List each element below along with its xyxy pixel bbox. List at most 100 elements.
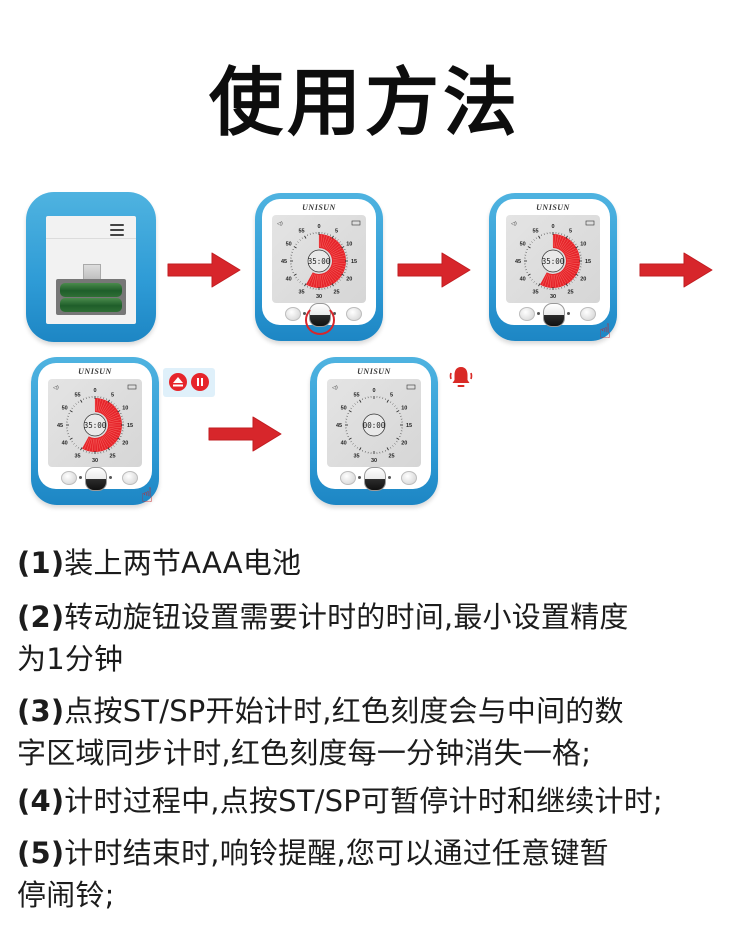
step-number: (2): [17, 600, 65, 634]
mode-button[interactable]: [339, 471, 356, 485]
svg-text:0: 0: [372, 388, 375, 394]
pause-icon: [191, 373, 209, 391]
svg-text:5: 5: [569, 229, 572, 235]
instruction-text: 点按ST/SP开始计时,红色刻度会与中间的数: [64, 694, 624, 728]
instruction-2: (2)转动旋钮设置需要计时的时间,最小设置精度 为1分钟: [17, 596, 717, 680]
rotate-indicator-icon: [305, 305, 335, 335]
step-number: (5): [17, 836, 65, 870]
svg-text:0: 0: [317, 224, 320, 230]
hand-pointer-icon: ☝: [140, 483, 153, 507]
st-sp-button[interactable]: [580, 307, 597, 321]
step-number: (1): [17, 546, 65, 580]
svg-text:45: 45: [281, 259, 287, 265]
svg-text:20: 20: [122, 441, 128, 447]
svg-text:30: 30: [92, 458, 98, 464]
instruction-text: 计时过程中,点按ST/SP可暂停计时和继续计时;: [64, 784, 663, 818]
svg-text:25: 25: [109, 453, 115, 459]
svg-text:30: 30: [371, 458, 377, 464]
rotary-knob[interactable]: [543, 303, 565, 327]
brand-label: UNISUN: [357, 367, 391, 376]
svg-text:55: 55: [298, 229, 304, 235]
svg-text:35: 35: [74, 453, 80, 459]
svg-text:40: 40: [62, 441, 68, 447]
svg-text:35:00: 35:00: [308, 257, 331, 266]
svg-text:◁): ◁): [511, 221, 517, 227]
svg-text:50: 50: [286, 242, 292, 248]
svg-text:50: 50: [62, 406, 68, 412]
arrow-right-icon: [638, 251, 714, 289]
svg-text:10: 10: [580, 242, 586, 248]
rotary-knob[interactable]: [364, 467, 386, 491]
mode-button[interactable]: [284, 307, 301, 321]
svg-text:25: 25: [567, 289, 573, 295]
svg-text:10: 10: [401, 406, 407, 412]
svg-text:45: 45: [515, 259, 521, 265]
instruction-1: (1)装上两节AAA电池: [17, 542, 717, 584]
svg-text:45: 45: [57, 423, 63, 429]
svg-text:5: 5: [335, 229, 338, 235]
svg-text:35:00: 35:00: [84, 421, 107, 430]
svg-text:50: 50: [520, 242, 526, 248]
svg-text:25: 25: [333, 289, 339, 295]
svg-text:35: 35: [298, 289, 304, 295]
instruction-3: (3)点按ST/SP开始计时,红色刻度会与中间的数 字区域同步计时,红色刻度每一…: [17, 690, 717, 774]
svg-text:50: 50: [341, 406, 347, 412]
st-sp-button[interactable]: [401, 471, 418, 485]
svg-text:35:00: 35:00: [542, 257, 565, 266]
svg-text:40: 40: [341, 441, 347, 447]
svg-text:45: 45: [336, 423, 342, 429]
svg-text:0: 0: [93, 388, 96, 394]
mode-button[interactable]: [60, 471, 77, 485]
svg-text:10: 10: [122, 406, 128, 412]
instruction-5: (5)计时结束时,响铃提醒,您可以通过任意键暂 停闹铃;: [17, 832, 717, 916]
svg-text:◁): ◁): [277, 221, 283, 227]
svg-text:25: 25: [388, 453, 394, 459]
brand-label: UNISUN: [78, 367, 112, 376]
battery-panel: [46, 216, 136, 324]
svg-text:◁): ◁): [53, 385, 59, 391]
instruction-4: (4)计时过程中,点按ST/SP可暂停计时和继续计时;: [17, 780, 717, 822]
svg-text:10: 10: [346, 242, 352, 248]
battery-compartment: [56, 279, 126, 315]
instruction-text: 字区域同步计时,红色刻度每一分钟消失一格;: [17, 736, 592, 770]
step-number: (3): [17, 694, 65, 728]
step-number: (4): [17, 784, 65, 818]
svg-text:40: 40: [520, 277, 526, 283]
svg-text:55: 55: [353, 393, 359, 399]
svg-text:55: 55: [532, 229, 538, 235]
arrow-right-icon: [166, 251, 242, 289]
rotary-knob[interactable]: [85, 467, 107, 491]
brand-label: UNISUN: [302, 203, 336, 212]
svg-text:30: 30: [316, 294, 322, 300]
arrow-right-icon: [396, 251, 472, 289]
instruction-text: 转动旋钮设置需要计时的时间,最小设置精度: [64, 600, 629, 634]
svg-text:55: 55: [74, 393, 80, 399]
instruction-text: 为1分钟: [17, 642, 124, 676]
mode-button[interactable]: [518, 307, 535, 321]
svg-text:5: 5: [390, 393, 393, 399]
svg-text:35: 35: [532, 289, 538, 295]
hand-pointer-icon: ☝: [598, 319, 611, 343]
brand-label: UNISUN: [536, 203, 570, 212]
svg-text:20: 20: [401, 441, 407, 447]
instruction-text: 装上两节AAA电池: [64, 546, 302, 580]
svg-text:15: 15: [127, 423, 133, 429]
st-sp-button[interactable]: [122, 471, 139, 485]
st-sp-button[interactable]: [346, 307, 363, 321]
speaker-grill-icon: [110, 224, 124, 239]
svg-text:15: 15: [585, 259, 591, 265]
svg-text:40: 40: [286, 277, 292, 283]
device-back-image: [26, 192, 156, 342]
instruction-text: 计时结束时,响铃提醒,您可以通过任意键暂: [64, 836, 609, 870]
page-title: 使用方法: [209, 60, 521, 146]
svg-text:15: 15: [406, 423, 412, 429]
